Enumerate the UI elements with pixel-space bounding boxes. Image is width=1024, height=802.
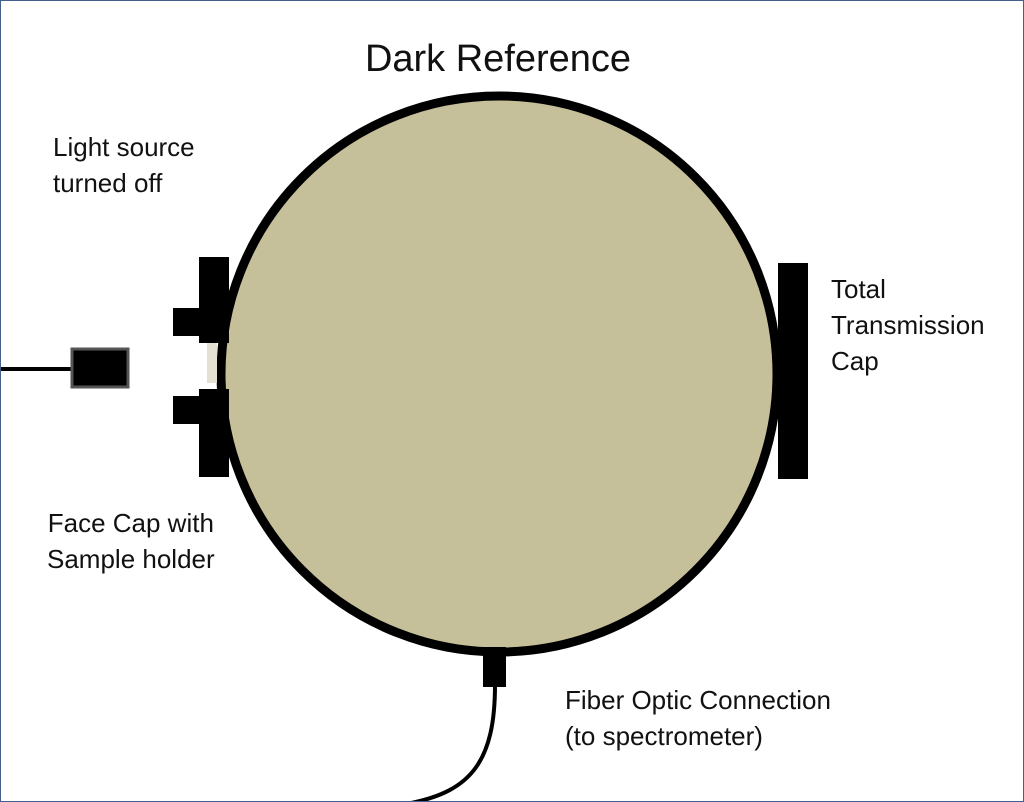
light-source-lamp-icon bbox=[1, 347, 130, 389]
integrating-sphere bbox=[216, 91, 782, 657]
sample-port-gap bbox=[207, 341, 217, 383]
light-source-label: Light source turned off bbox=[53, 132, 195, 198]
diagram-title: Dark Reference bbox=[364, 38, 632, 80]
fiber-optic-label: Fiber Optic Connection (to spectrometer) bbox=[565, 685, 831, 751]
total-transmission-cap bbox=[778, 263, 808, 479]
face-cap-label: Face Cap with Sample holder bbox=[47, 508, 215, 574]
fiber-optic-connector bbox=[410, 647, 506, 801]
face-cap-with-sample-holder bbox=[173, 257, 229, 477]
total-transmission-cap-label: Total Transmission Cap bbox=[831, 274, 985, 376]
